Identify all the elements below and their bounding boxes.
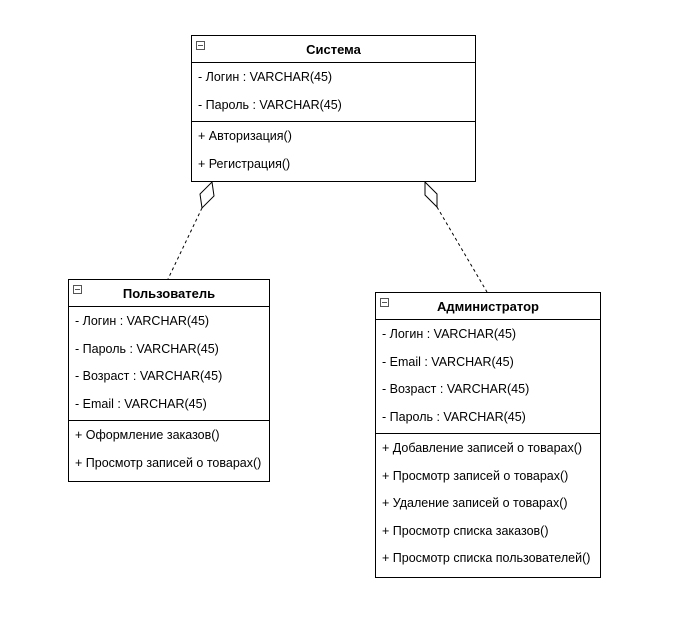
aggregation-diamond [199,180,215,210]
attribute[interactable]: - Возраст : VARCHAR(45) [382,382,530,396]
attribute[interactable]: - Логин : VARCHAR(45) [75,314,210,328]
operation[interactable]: + Просмотр списка заказов() [382,523,549,538]
attribute[interactable]: - Пароль : VARCHAR(45) [75,341,219,356]
attributes-section: - Логин : VARCHAR(45) - Email : VARCHAR(… [376,320,600,433]
attribute[interactable]: - Email : VARCHAR(45) [75,396,207,411]
operations-section: + Авторизация() + Регистрация() [192,121,475,180]
operation[interactable]: + Регистрация() [198,156,291,171]
attribute[interactable]: - Логин : VARCHAR(45) [382,327,517,341]
operation[interactable]: + Оформление заказов() [75,428,220,442]
operations-section: + Оформление заказов() + Просмотр записе… [69,420,269,479]
attribute[interactable]: - Email : VARCHAR(45) [382,354,514,369]
attribute[interactable]: - Возраст : VARCHAR(45) [75,369,223,383]
operation[interactable]: + Удаление записей о товарах() [382,496,568,510]
aggregation-diamond [424,180,438,209]
attribute[interactable]: - Пароль : VARCHAR(45) [198,97,342,112]
class-header[interactable]: Администратор [376,293,600,320]
class-name: Система [306,41,361,57]
class-name: Пользователь [122,285,216,301]
class-name: Администратор [437,298,539,314]
class-header[interactable]: Система [192,36,475,63]
operation[interactable]: + Просмотр записей о товарах() [75,455,262,470]
attribute[interactable]: - Пароль : VARCHAR(45) [382,409,526,424]
class-header[interactable]: Пользователь [69,280,269,307]
class-sistema[interactable]: Система - Логин : VARCHAR(45) - Пароль :… [191,35,476,182]
collapse-icon[interactable] [196,41,205,50]
attributes-section: - Логин : VARCHAR(45) - Пароль : VARCHAR… [69,307,269,420]
operation[interactable]: + Добавление записей о товарах() [382,441,583,455]
class-administrator[interactable]: Администратор - Логин : VARCHAR(45) - Em… [375,292,601,578]
operation[interactable]: + Авторизация() [198,129,292,143]
attributes-section: - Логин : VARCHAR(45) - Пароль : VARCHAR… [192,63,475,121]
operation[interactable]: + Просмотр списка пользователей() [382,551,591,565]
attribute[interactable]: - Логин : VARCHAR(45) [198,70,333,84]
collapse-icon[interactable] [380,298,389,307]
aggregation-sistema-polzovatel [167,180,215,280]
operation[interactable]: + Просмотр записей о товарах() [382,468,569,483]
collapse-icon[interactable] [73,285,82,294]
class-polzovatel[interactable]: Пользователь - Логин : VARCHAR(45) - Пар… [68,279,270,482]
aggregation-sistema-administrator [424,180,488,293]
operations-section: + Добавление записей о товарах() + Просм… [376,433,600,575]
